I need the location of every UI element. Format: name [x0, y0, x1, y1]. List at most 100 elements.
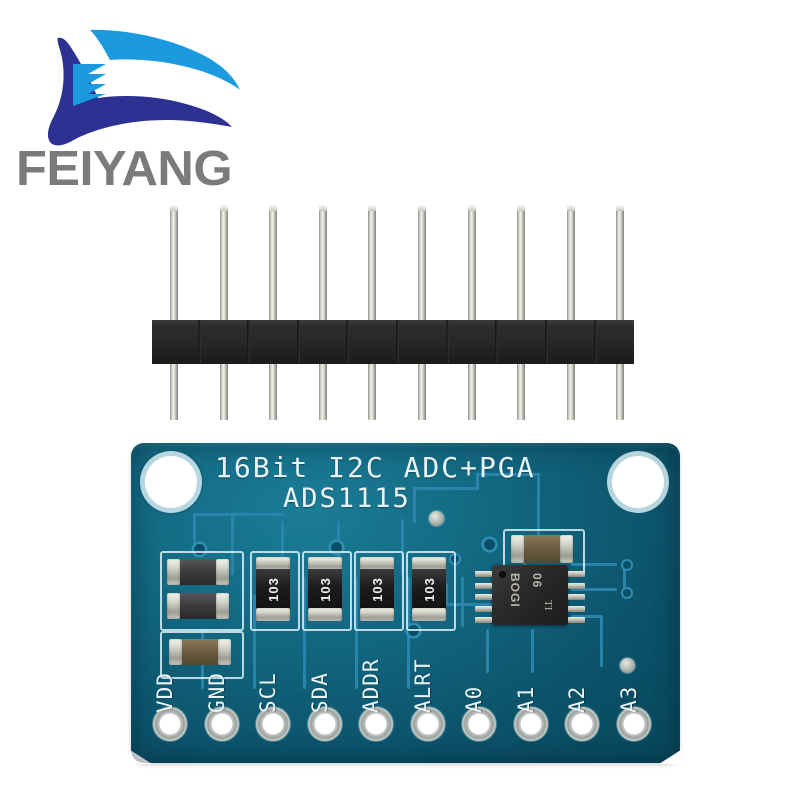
- ic-lead: [475, 582, 492, 589]
- header-body-segment: [544, 320, 548, 364]
- ic-lead: [568, 571, 585, 577]
- trace: [445, 583, 448, 606]
- smd-terminal: [256, 557, 290, 570]
- trace: [413, 487, 416, 523]
- trace: [193, 513, 196, 547]
- feiyang-logo-mark: [47, 29, 240, 146]
- ic-lead: [568, 617, 585, 623]
- test-point: [620, 658, 635, 673]
- silk-outline: [250, 551, 300, 631]
- pin-label-sda: SDA: [307, 672, 332, 713]
- ads1115-ic: BOGI 06 TI: [475, 565, 585, 625]
- smd-terminal: [412, 557, 446, 570]
- through-hole-pad-scl[interactable]: [256, 707, 290, 741]
- through-hole-pad-gnd[interactable]: [204, 707, 239, 741]
- through-hole-pad-a1[interactable]: [513, 707, 548, 741]
- header-pin[interactable]: [368, 205, 377, 420]
- ic-lead: [475, 605, 492, 612]
- header-pin[interactable]: [566, 205, 575, 420]
- trace: [445, 603, 497, 606]
- trace: [461, 577, 464, 627]
- logo-swoosh-light: [90, 29, 240, 90]
- ic-lead: [568, 605, 585, 612]
- smd-terminal: [167, 593, 180, 619]
- header-body-segment: [396, 320, 399, 364]
- via: [623, 561, 631, 569]
- through-hole-pad-vdd[interactable]: [153, 707, 187, 741]
- smd-terminal: [308, 557, 342, 570]
- resistor-code: 103: [421, 576, 437, 602]
- resistor-body: 103: [412, 569, 446, 609]
- smd-terminal: [167, 559, 180, 585]
- smd-terminal: [216, 559, 229, 585]
- via: [194, 544, 205, 555]
- through-hole-pad-addr[interactable]: [359, 707, 393, 741]
- smd-terminal: [412, 608, 446, 621]
- logo-flame-light: [73, 64, 106, 106]
- header-pin[interactable]: [318, 205, 327, 420]
- silk-outline: [160, 631, 244, 679]
- smd-terminal: [360, 557, 394, 570]
- smd-terminal: [256, 608, 290, 621]
- header-pin[interactable]: [517, 205, 526, 420]
- through-hole-pad-a3[interactable]: [616, 707, 651, 741]
- smd-terminal: [560, 535, 573, 563]
- resistor-4: 103: [412, 557, 446, 621]
- resistor-body: 103: [308, 569, 342, 609]
- smd-body: [180, 593, 216, 619]
- ads1115-breakout-board[interactable]: 16Bit I2C ADC+PGA ADS1115: [131, 443, 680, 763]
- through-hole-pad-a0[interactable]: [462, 707, 496, 741]
- test-point: [429, 511, 444, 526]
- pin-header-body: [152, 320, 634, 364]
- ic-marking-line2: 06: [530, 573, 544, 589]
- trace: [253, 595, 256, 689]
- black-smd-2: [167, 593, 229, 619]
- smd-terminal: [511, 535, 524, 563]
- silk-outline: [160, 551, 244, 631]
- trace: [571, 588, 617, 591]
- through-hole-pad-a2[interactable]: [565, 707, 599, 741]
- trace: [355, 577, 358, 689]
- trace: [476, 473, 479, 490]
- silkscreen-part-number: ADS1115: [283, 483, 411, 514]
- header-body-segment: [346, 320, 350, 364]
- logo-swoosh-dark: [47, 37, 232, 146]
- header-pin[interactable]: [418, 205, 426, 420]
- ic-lead: [568, 594, 585, 600]
- pin-label-scl: SCL: [256, 672, 280, 713]
- trace: [571, 563, 617, 566]
- smd-terminal: [360, 608, 394, 621]
- pin-label-a1: A1: [513, 685, 538, 713]
- smd-terminal: [308, 608, 342, 621]
- header-pin[interactable]: [219, 205, 228, 420]
- male-pin-header[interactable]: [150, 205, 636, 420]
- via: [331, 542, 342, 553]
- header-pin[interactable]: [170, 205, 178, 420]
- header-pin[interactable]: [467, 205, 476, 420]
- header-pin[interactable]: [269, 205, 278, 420]
- black-smd-1: [167, 559, 229, 585]
- pin-label-a0: A0: [462, 685, 486, 713]
- resistor-2: 103: [308, 557, 342, 621]
- via: [623, 589, 631, 597]
- mounting-hole-left: [145, 456, 197, 508]
- pin-label-alrt: ALRT: [410, 658, 435, 713]
- resistor-1: 103: [256, 557, 290, 621]
- ti-logo-icon: TI: [542, 600, 554, 611]
- resistor-body: 103: [256, 569, 290, 609]
- trace: [281, 521, 284, 575]
- through-hole-pad-alrt[interactable]: [410, 707, 445, 741]
- smd-terminal: [216, 593, 229, 619]
- trace: [413, 487, 479, 490]
- smd-terminal: [218, 639, 231, 665]
- feiyang-wordmark: FEIYANG: [16, 142, 233, 196]
- trace: [537, 473, 540, 535]
- pin-label-vdd: VDD: [153, 672, 177, 713]
- trace: [193, 513, 285, 516]
- resistor-code: 103: [265, 576, 281, 602]
- pin-label-gnd: GND: [204, 672, 229, 713]
- header-pin[interactable]: [616, 205, 625, 420]
- silk-outline: [406, 551, 456, 631]
- through-hole-pad-sda[interactable]: [307, 707, 342, 741]
